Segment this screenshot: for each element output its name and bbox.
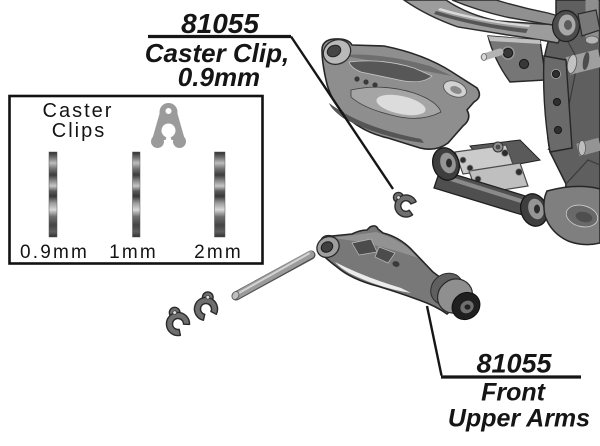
thickness-bar-09mm (48, 151, 58, 238)
thickness-bar-2mm (214, 151, 226, 238)
front-upper-arm-exploded (316, 225, 481, 321)
upright-post (480, 48, 573, 153)
tower-plate (487, 35, 547, 83)
front-suspension-assembly (321, 0, 600, 246)
size-label-2mm: 2mm (194, 242, 243, 263)
inset-title-line1: Caster (43, 100, 114, 122)
steering-plates (454, 139, 542, 195)
caster-clip-small-2 (188, 289, 222, 323)
callout-front-upper-arms: 81055 Front Upper Arms (425, 305, 590, 433)
inset-box: Caster Clips 0.9mm 1mm 2mm (8, 94, 264, 265)
caster-clip-icon (151, 103, 186, 150)
thickness-bar-1mm (132, 151, 141, 238)
front-upper-arms-name-line2: Upper Arms (448, 405, 590, 433)
right-lower-arm (543, 185, 600, 246)
caster-clip-small-1 (158, 304, 194, 340)
front-upper-arms-leader-line (425, 305, 443, 376)
size-label-09mm: 0.9mm (20, 242, 89, 263)
size-label-1mm: 1mm (109, 242, 158, 263)
installed-upper-arm (402, 0, 600, 44)
inset-title-line2: Clips (52, 120, 106, 142)
upper-arm-hub (430, 272, 481, 321)
caster-clip-name-line1: Caster Clip, (145, 38, 290, 68)
front-upper-arms-part-number: 81055 (476, 349, 552, 379)
callout-caster-clip: 81055 Caster Clip, 0.9mm (145, 8, 394, 190)
caster-clip-leader-line (290, 35, 394, 190)
caster-clip-small-3 (388, 190, 419, 220)
front-left-lower-arm (321, 38, 481, 150)
front-upper-arms-name-line1: Front (481, 379, 547, 407)
lower-link (431, 147, 549, 227)
caster-clip-name-line2: 0.9mm (178, 62, 260, 92)
hinge-pin (231, 250, 316, 301)
caster-clip-part-number: 81055 (181, 8, 259, 39)
